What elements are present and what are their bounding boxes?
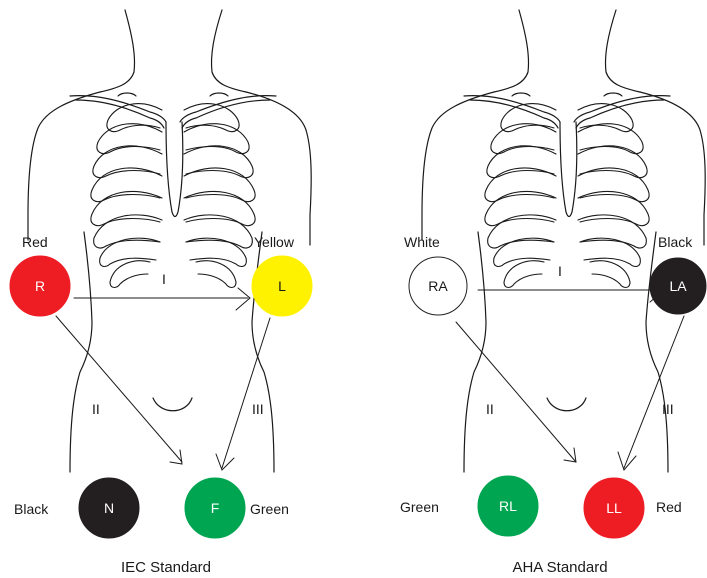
aha-left-arm-code: LA	[669, 278, 687, 294]
aha-panel: I II III White RA Black LA Green RL LL R…	[400, 10, 706, 576]
iec-left-leg-color-label: Green	[250, 501, 289, 517]
aha-left-leg-color-label: Red	[656, 499, 682, 515]
iec-lead-iii-line	[222, 318, 270, 468]
iec-panel: I II III Red R Yellow L Black N F Green …	[10, 10, 312, 576]
iec-left-arm-code: L	[278, 278, 286, 294]
iec-lead-ii-line	[56, 316, 182, 462]
iec-lead-ii-arrowhead	[170, 450, 182, 464]
iec-right-arm-code: R	[35, 278, 45, 294]
iec-caption: IEC Standard	[121, 559, 211, 576]
iec-right-leg-code: N	[104, 500, 114, 516]
iec-lead-i-arrowhead	[236, 288, 250, 310]
aha-lead-iii-label: III	[662, 401, 674, 417]
aha-right-leg-code: RL	[499, 498, 517, 514]
aha-lead-ii-line	[456, 322, 576, 462]
aha-left-leg-code: LL	[606, 500, 622, 516]
iec-left-leg-code: F	[211, 500, 220, 516]
aha-lead-iii-line	[624, 316, 684, 468]
iec-right-leg-color-label: Black	[14, 501, 49, 517]
aha-lead-ii-label: II	[486, 401, 494, 417]
iec-lead-i-label: I	[162, 271, 166, 287]
iec-lead-iii-label: III	[252, 401, 264, 417]
aha-caption: AHA Standard	[512, 559, 607, 576]
aha-right-arm-code: RA	[428, 278, 448, 294]
iec-lead-ii-label: II	[92, 401, 100, 417]
iec-left-arm-color-label: Yellow	[254, 234, 295, 250]
aha-lead-i-label: I	[558, 263, 562, 279]
iec-right-arm-color-label: Red	[22, 234, 48, 250]
aha-right-leg-color-label: Green	[400, 499, 439, 515]
aha-right-arm-color-label: White	[404, 234, 440, 250]
iec-lead-iii-arrowhead	[216, 454, 234, 470]
aha-left-arm-color-label: Black	[658, 234, 693, 250]
